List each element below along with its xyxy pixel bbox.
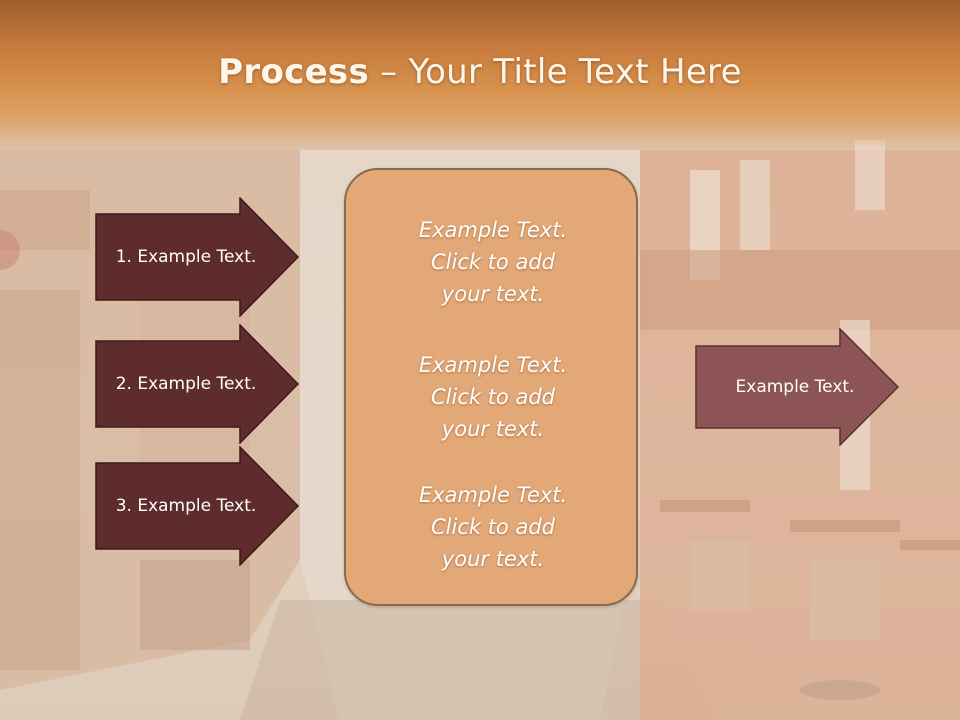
process-arrow-label: 2. Example Text.: [115, 374, 257, 394]
process-arrow-1[interactable]: 1. Example Text.: [95, 197, 300, 317]
center-text-item-2[interactable]: Example Text. Click to add your text.: [418, 353, 568, 441]
process-arrow-label: 3. Example Text.: [115, 496, 257, 516]
slide-title[interactable]: Process – Your Title Text Here: [0, 52, 960, 92]
title-bold: Process: [218, 52, 370, 92]
result-arrow[interactable]: Example Text.: [695, 328, 900, 446]
arrow-shape: [95, 446, 300, 566]
arrow-shape: [695, 328, 900, 446]
result-arrow-label: Example Text.: [735, 377, 855, 397]
title-band: [0, 0, 960, 150]
arrow-shape: [95, 324, 300, 444]
process-arrow-3[interactable]: 3. Example Text.: [95, 446, 300, 566]
center-text-item-1[interactable]: Example Text. Click to add your text.: [418, 218, 568, 306]
process-arrow-2[interactable]: 2. Example Text.: [95, 324, 300, 444]
arrow-shape: [95, 197, 300, 317]
center-text-item-3[interactable]: Example Text. Click to add your text.: [418, 483, 568, 571]
process-arrow-label: 1. Example Text.: [115, 247, 257, 267]
center-text-box[interactable]: Example Text. Click to add your text. Ex…: [344, 168, 638, 606]
title-rest: – Your Title Text Here: [369, 52, 742, 92]
